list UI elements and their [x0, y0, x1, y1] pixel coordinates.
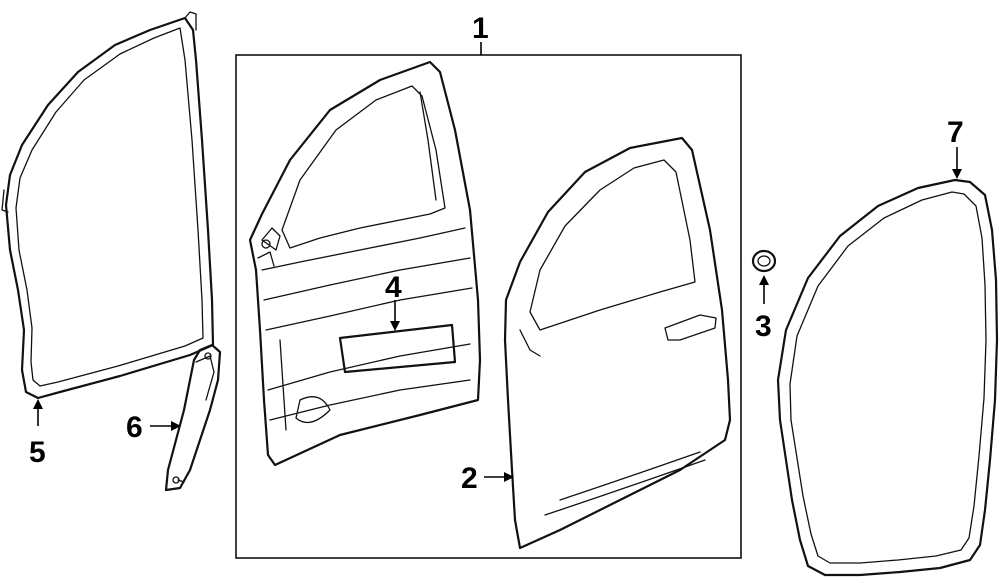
- leader-line-5: [33, 399, 43, 426]
- callout-2: 2: [461, 462, 478, 495]
- leader-line-3: [759, 275, 769, 304]
- leader-line-2: [484, 472, 514, 482]
- callout-3: 3: [755, 310, 772, 343]
- part-4-panel[interactable]: [338, 323, 457, 374]
- leader-line-6: [150, 421, 181, 431]
- part-6-hinge[interactable]: [164, 343, 222, 492]
- part-3-plug[interactable]: [751, 249, 777, 273]
- callout-1: 1: [472, 12, 489, 45]
- callout-6: 6: [126, 411, 143, 444]
- callout-7: 7: [947, 116, 964, 149]
- part-2-door-panel[interactable]: [503, 136, 732, 550]
- part-1-group-box: [235, 54, 742, 559]
- leader-line-4: [390, 300, 400, 331]
- callout-4: 4: [385, 271, 402, 304]
- part-1-door-shell[interactable]: [248, 60, 482, 467]
- leader-line-7: [952, 147, 962, 179]
- callout-5: 5: [29, 436, 46, 469]
- part-5-weatherstrip[interactable]: [1, 11, 215, 400]
- part-7-weatherstrip[interactable]: [776, 178, 999, 577]
